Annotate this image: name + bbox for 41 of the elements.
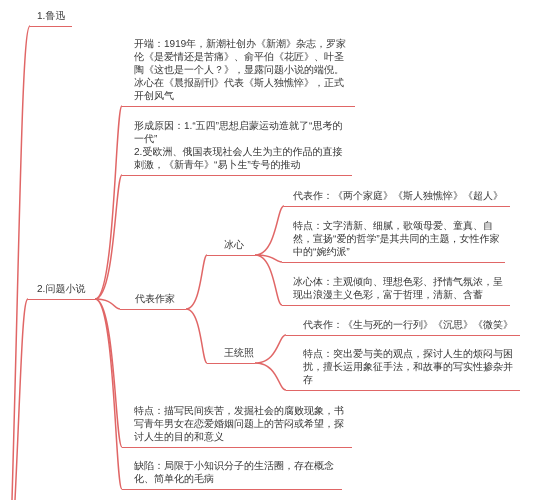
topic-text: 形成原因：1.“五四”思想启蒙运动造就了“思考的一代”	[134, 120, 344, 146]
branch-line	[254, 362, 286, 391]
branch-topic	[286, 348, 520, 391]
topic-text: 代表作：《两个家庭》《斯人独憔悴》《超人》	[293, 190, 504, 203]
branch-line	[186, 308, 208, 364]
topic-text: 代表作：《生与死的一行列》《沉思》《微笑》	[303, 319, 514, 332]
topic-text: 王统照	[224, 347, 255, 360]
branch-line	[94, 298, 123, 448]
branch-line	[94, 298, 120, 310]
branch-topic	[30, 10, 72, 27]
branch-topic	[122, 120, 352, 176]
topic-text: 特点：突出爱与美的观点，探讨人生的烦闷与困扰，擅长运用象征手法，和故事的写实性掺杂并存	[303, 348, 514, 387]
branch-line	[254, 334, 286, 364]
branch-topic	[282, 220, 505, 263]
branch-line	[254, 205, 284, 256]
topic-text: 冰心体：主观倾向、理想色彩、抒情气氛浓，呈现出浪漫主义色彩，富于哲理，清新、含蓄	[293, 276, 504, 302]
branch-line	[11, 26, 31, 500]
branch-line	[14, 298, 29, 500]
topic-text: 开端：1919年，新潮社创办《新潮》杂志，罗家伦《是爱情还是苦痛》、俞平伯《花匠》、叶圣陶《这也是一个人？》，显露问题小说的端倪。冰心在《晨报副刊》代表《斯人独憔悴》，正式开创风气	[134, 38, 348, 103]
branch-topic	[286, 319, 520, 336]
branch-topic	[122, 460, 342, 490]
branch-topic	[28, 283, 95, 300]
branch-topic	[120, 293, 186, 310]
topic-text: 特点：文字清新、细腻，歌颂母爱、童真、自然，宣扬“爱的哲学”是其共同的主题，女性作家中的“婉约派”	[293, 220, 501, 259]
topic-text: 2.受欧洲、俄国表现社会人生为主的作品的直接刺激，《新青年》“易卜生”专号的推动	[134, 146, 344, 172]
topic-text: 代表作家	[135, 293, 176, 306]
branch-line	[94, 298, 123, 490]
topic-text: 1.鲁迅	[37, 10, 66, 23]
topic-text: 缺陷：局限于小知识分子的生活圈，存在概念化、简单化的毛病	[134, 460, 335, 486]
topic-text: 特点：描写民间疾苦，发掘社会的腐败现象，书写青年男女在恋爱婚姻问题上的苦闷或希望，探讨人生的目的和意义	[134, 405, 345, 444]
branch-topic	[284, 190, 510, 207]
branch-topic	[122, 405, 352, 448]
topic-text: 冰心	[224, 239, 245, 252]
branch-topic	[207, 239, 255, 256]
branch-topic	[282, 276, 510, 306]
branch-line	[94, 174, 123, 300]
branch-topic	[207, 347, 255, 364]
branch-line	[254, 254, 282, 306]
branch-line	[186, 254, 208, 310]
topic-text: 2.问题小说	[37, 283, 86, 296]
branch-line	[94, 106, 123, 300]
